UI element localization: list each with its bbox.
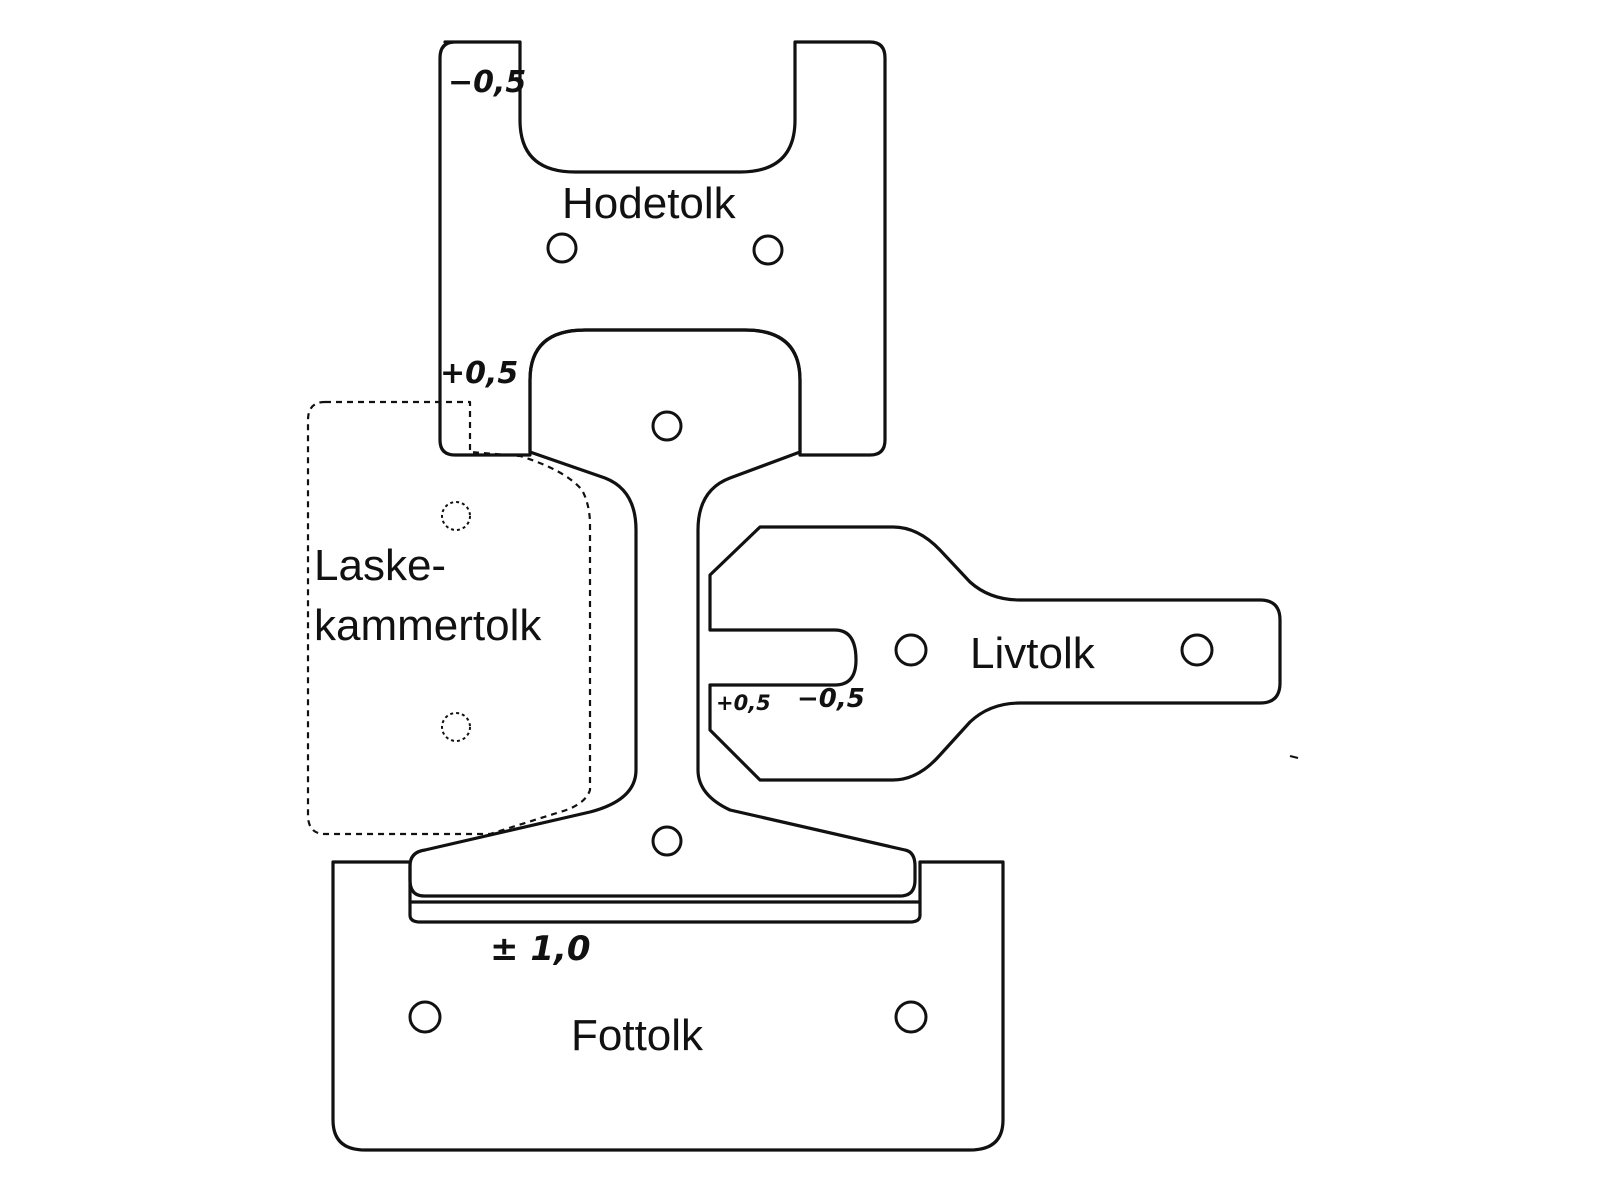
foot-gauge-label: Fottolk [571, 1011, 704, 1060]
fishing-chamber-label-line1: Laske- [314, 541, 446, 590]
tolerance-head-bottom: +0,5 [440, 356, 518, 391]
tolerance-head-top: −0,5 [448, 65, 526, 100]
rail-head-hole [651, 410, 683, 442]
foot-gauge-hole-left [408, 1000, 442, 1034]
head-gauge-label: Hodetolk [562, 179, 737, 228]
rail-profile-outline [408, 328, 917, 898]
fishing-chamber-gauge-outline [306, 400, 592, 836]
fishing-gauge-hole-upper [441, 501, 471, 531]
foot-gauge-outline [331, 860, 1005, 1152]
web-gauge-hole-right [1180, 633, 1214, 667]
tolerance-web-plus: +0,5 [716, 691, 771, 715]
fishing-gauge-hole-lower [441, 712, 471, 742]
head-gauge-hole-left [546, 232, 578, 264]
tolerance-web-minus: −0,5 [797, 684, 865, 714]
fishing-chamber-label-line2: kammertolk [314, 601, 542, 650]
head-gauge-outline [438, 40, 887, 457]
stray-mark [1289, 755, 1299, 759]
web-gauge-hole-left [894, 633, 928, 667]
tolerance-foot: ± 1,0 [490, 929, 591, 969]
web-gauge-outline [708, 525, 1282, 782]
head-gauge-hole-right [752, 234, 784, 266]
web-gauge-label: Livtolk [970, 629, 1096, 678]
foot-gauge-hole-right [894, 1000, 928, 1034]
rail-foot-hole [651, 825, 683, 857]
